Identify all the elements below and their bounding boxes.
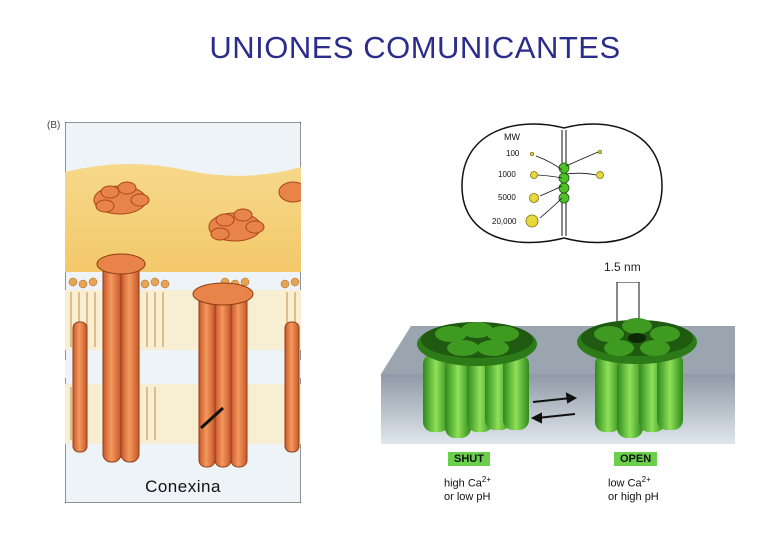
molecule-dots [525,149,604,228]
channel-state-illustration [381,281,735,444]
open-condition-sup: 2+ [641,475,651,484]
panel-label: (B) [47,120,61,131]
upper-lipid-tails [65,290,301,350]
mw-value-5000: 5000 [498,193,516,202]
open-state-label: OPEN [614,452,658,466]
cell-permeability-diagram: MW 100 1000 5000 20,000 [458,120,666,250]
conexina-pointer [199,406,225,430]
open-pore [628,333,646,343]
page-title: UNIONES COMUNICANTES [209,30,621,65]
mw-header: MW [504,132,520,142]
shut-condition-sup: 2+ [481,475,492,484]
open-condition: low Ca2+ or high pH [608,473,659,504]
mw-value-100: 100 [506,149,520,158]
connexon-channels [72,261,300,468]
membrane-illustration: Conexina [64,121,308,504]
connexon-shut [417,322,537,438]
shut-condition-line1: high Ca [444,477,482,490]
upper-lipid-heads [68,277,300,289]
gap-width-bracket [616,281,640,322]
left-cell-outline [461,123,565,244]
gap-width-label: 1.5 nm [604,260,641,274]
shut-condition: high Ca2+ or low pH [444,473,491,504]
upper-membrane-surface [65,163,301,272]
lower-lipid-tails [65,384,301,444]
conexina-label: Conexina [145,477,221,496]
shut-state-label: SHUT [448,452,490,466]
right-cell-outline [563,123,663,244]
open-condition-line2: or high pH [608,490,659,503]
mw-value-1000: 1000 [498,170,516,179]
connexon-open [577,318,697,438]
state-transition-arrows [530,392,578,424]
mw-value-20000: 20,000 [492,217,517,226]
permeation-arrows [535,151,599,219]
shut-condition-line2: or low pH [444,490,491,503]
membrane-svg [64,121,308,504]
connexon-rosettes [93,181,308,242]
open-condition-line1: low Ca [608,477,642,490]
gap-junction-channels [558,162,570,204]
